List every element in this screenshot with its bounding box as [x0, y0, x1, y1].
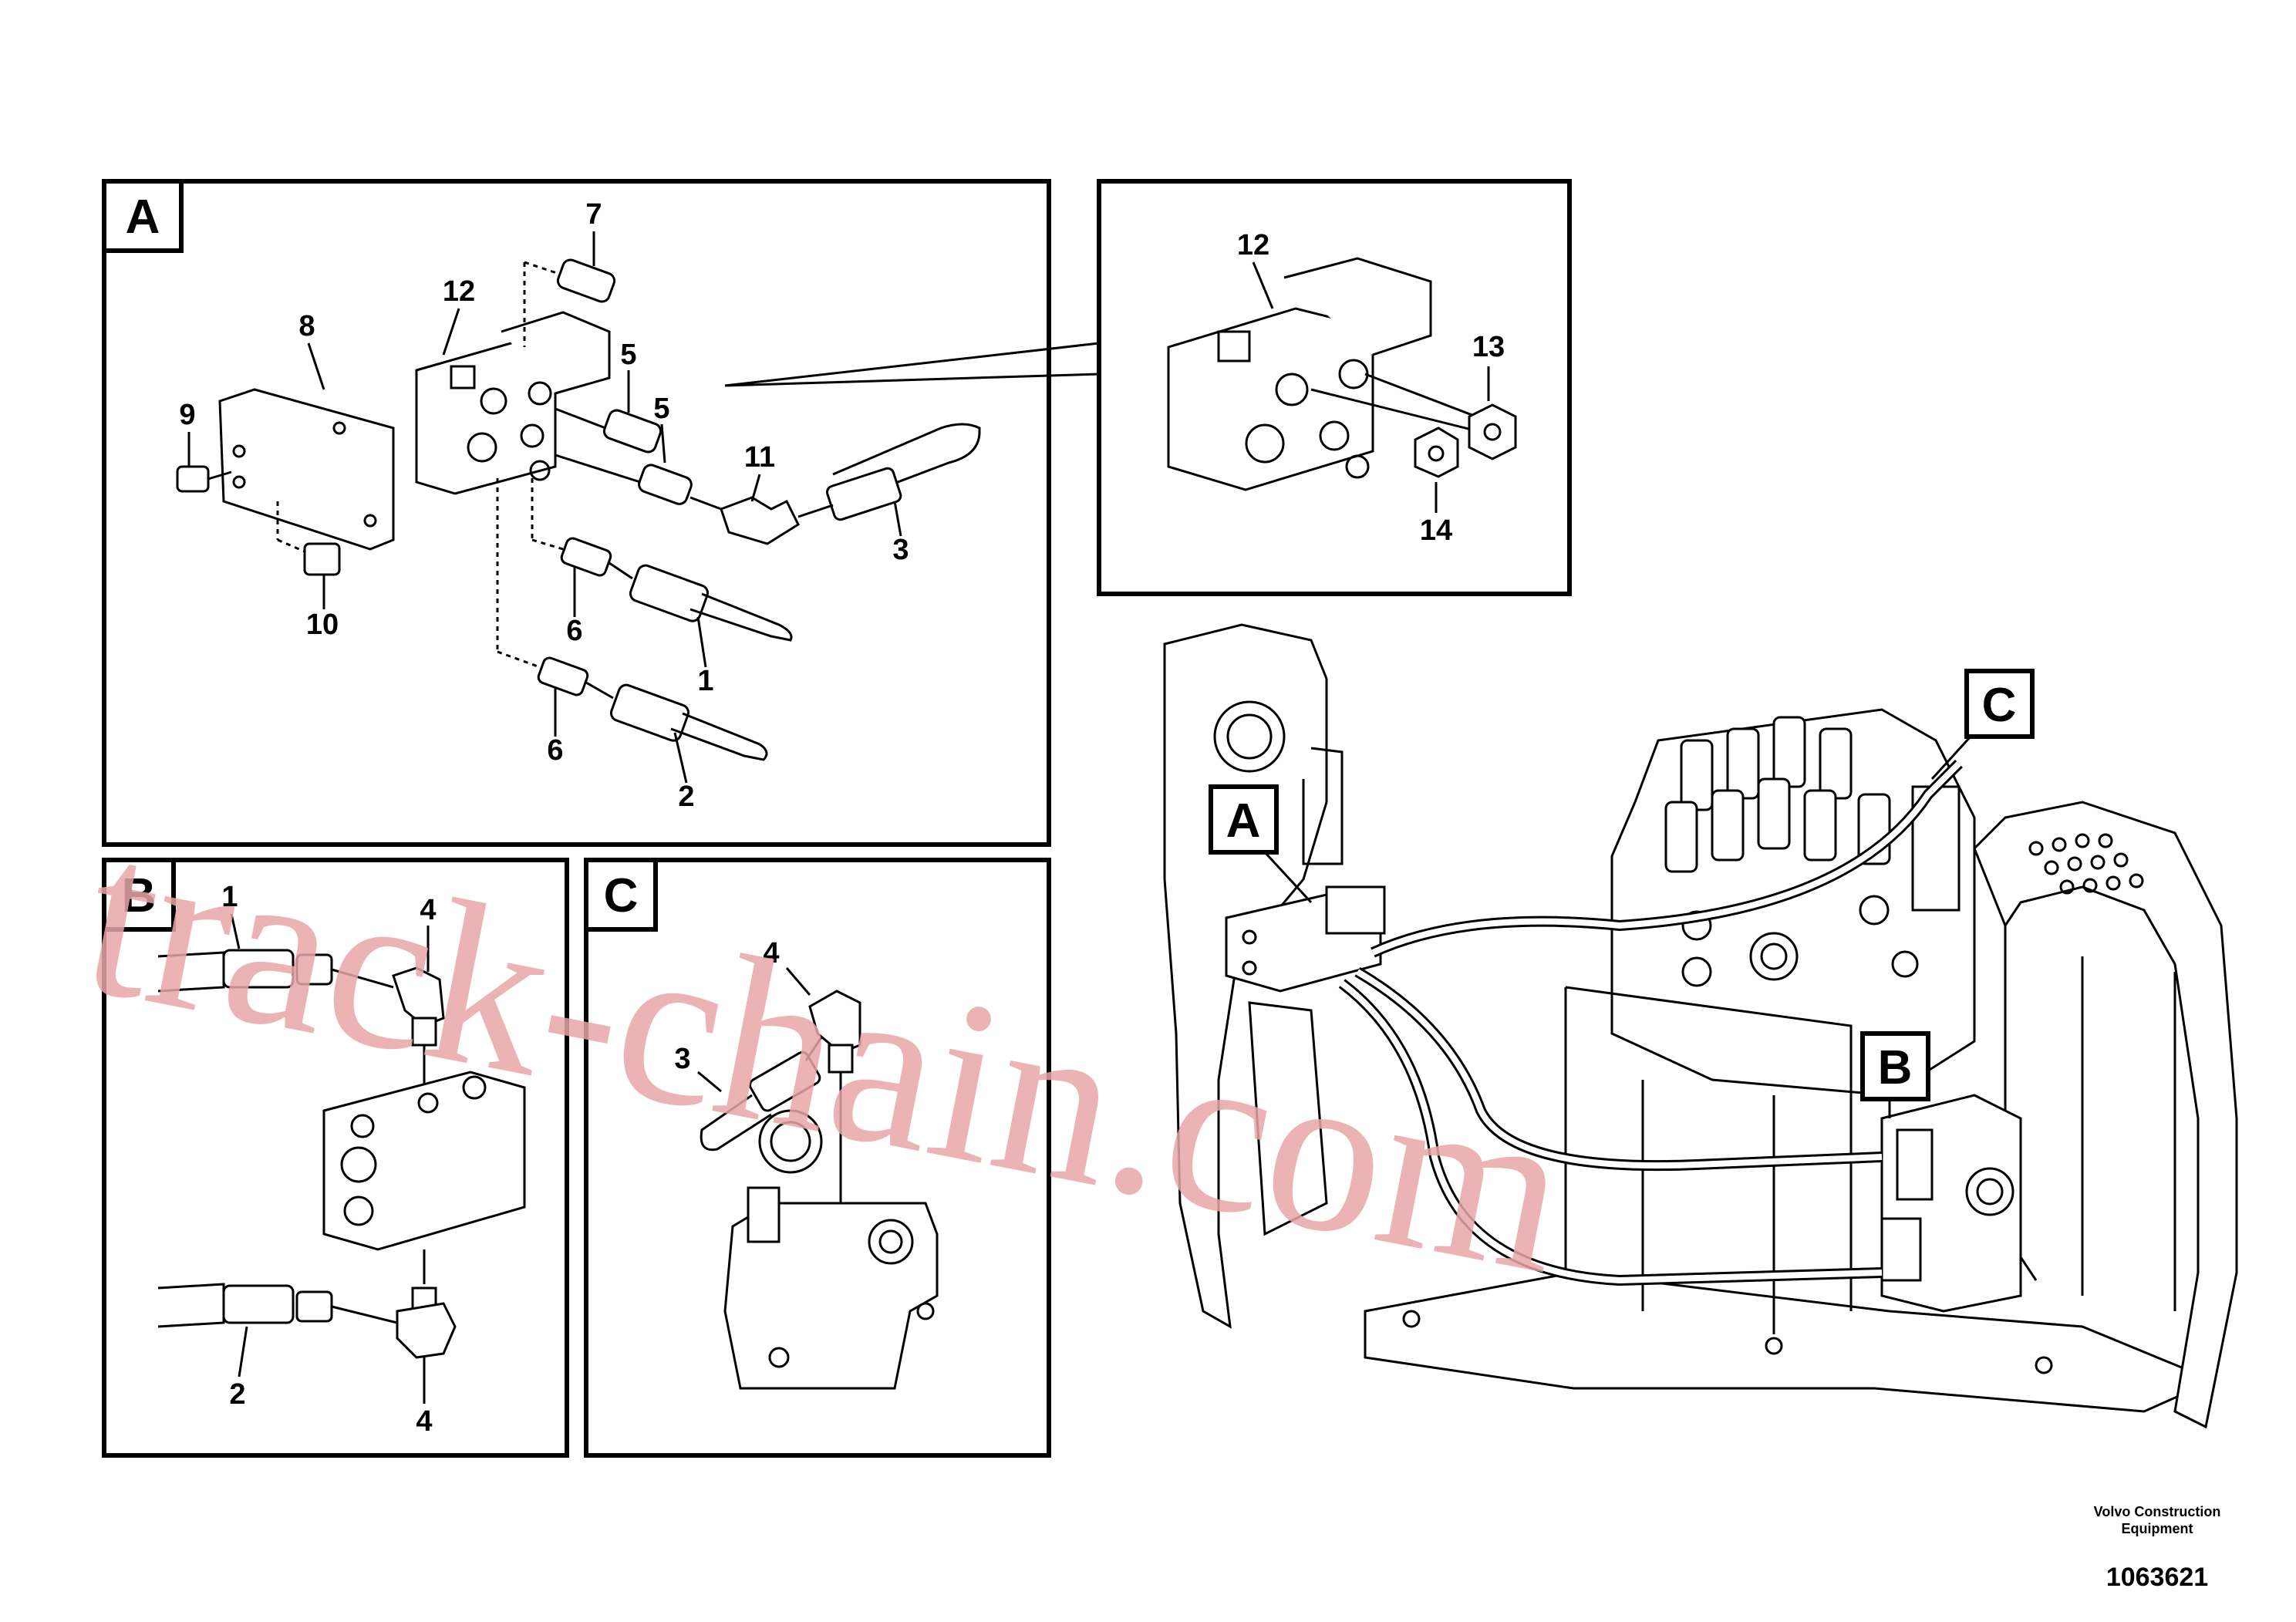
overview-flag-a-box	[1209, 784, 1279, 855]
machine-overview	[1163, 623, 2238, 1429]
detail-valve-block	[1167, 257, 1497, 491]
fitting-5-upper	[555, 407, 663, 454]
panel-b-valve-block	[322, 1071, 526, 1284]
bolt-10	[276, 501, 341, 576]
callout-4-c: 4	[763, 937, 779, 969]
valve-block-12	[415, 311, 611, 495]
footer-company-line1: Volvo Construction	[2093, 1504, 2221, 1519]
callout-1-a: 1	[697, 665, 713, 697]
overview-flag-b-box	[1860, 1031, 1930, 1101]
bolt-9	[176, 465, 232, 493]
callout-2-a: 2	[678, 781, 694, 813]
panel-b-upper-elbow	[392, 966, 445, 1095]
fitting-5-lower	[555, 454, 693, 505]
panel-a-label: A	[126, 191, 160, 244]
callout-4-b-upper: 4	[420, 894, 436, 926]
callout-2-b: 2	[229, 1378, 245, 1411]
panel-a-label-box	[102, 179, 184, 253]
footer-company-line2: Equipment	[2121, 1521, 2193, 1536]
callout-5-lower: 5	[653, 393, 669, 425]
overview-flag-c-box	[1964, 669, 2035, 739]
overview-flag-a: A	[1226, 794, 1261, 848]
callout-3-c: 3	[674, 1043, 690, 1075]
nut-14	[1414, 427, 1459, 478]
overview-flag-b: B	[1878, 1041, 1913, 1094]
callout-5-upper: 5	[620, 339, 636, 371]
detail-frame	[1097, 179, 1572, 596]
panel-c-elbow	[808, 990, 861, 1219]
panel-c-frame	[584, 858, 1051, 1458]
callout-1-b: 1	[221, 881, 238, 913]
callout-9: 9	[179, 399, 195, 431]
hose-1	[609, 561, 793, 642]
panel-b-label-box	[102, 858, 176, 932]
panel-b-upper-hose	[157, 949, 394, 993]
fitting-6-lower	[496, 478, 589, 696]
panel-c-valve-section	[723, 1109, 939, 1390]
detail-pointer	[724, 342, 1100, 387]
panel-b-lower-hose	[157, 1283, 398, 1328]
elbow-11	[689, 496, 800, 545]
hose-2	[585, 681, 768, 761]
callout-11: 11	[744, 441, 775, 474]
bracket-plate	[218, 388, 395, 551]
hose-3	[797, 423, 981, 521]
fitting-7	[523, 258, 616, 347]
callout-12-a: 12	[443, 275, 475, 308]
fitting-6-upper	[531, 478, 612, 577]
callout-4-b-lower: 4	[416, 1405, 432, 1438]
callout-12-detail: 12	[1237, 229, 1269, 261]
panel-b-label: B	[122, 869, 157, 922]
panel-b-frame	[102, 858, 569, 1458]
callout-6-lower: 6	[547, 734, 563, 767]
panel-c-label-box	[584, 858, 658, 932]
callout-14: 14	[1420, 514, 1452, 547]
panel-b-lower-elbow	[396, 1286, 457, 1359]
callout-13: 13	[1472, 331, 1505, 363]
callout-7: 7	[585, 198, 602, 231]
drawing-number: 1063621	[2106, 1563, 2209, 1592]
callout-10: 10	[306, 609, 339, 641]
overview-flag-c: C	[1982, 679, 2017, 732]
callout-6-upper: 6	[566, 615, 582, 647]
panel-c-label: C	[604, 869, 639, 922]
footer-company: Volvo Construction Equipment	[2072, 1503, 2242, 1537]
panel-a-frame	[102, 179, 1051, 847]
nut-13	[1468, 403, 1517, 460]
callout-8: 8	[298, 310, 315, 342]
panel-c-hose	[700, 1037, 823, 1152]
callout-3-a: 3	[892, 534, 909, 566]
